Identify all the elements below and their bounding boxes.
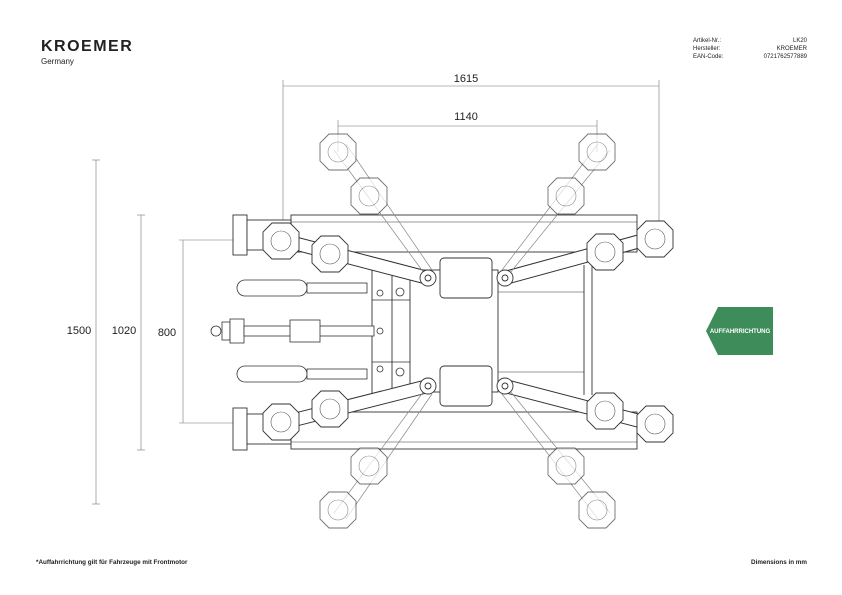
ean-code-label: EAN-Code: xyxy=(693,54,724,60)
ean-code-value: 0721762577889 xyxy=(763,54,807,60)
dim-label-1020: 1020 xyxy=(112,325,136,337)
manufacturer-label: Hersteller: xyxy=(693,46,721,52)
article-number-label: Artikel-Nr.: xyxy=(693,38,722,44)
brand-name: KROEMER xyxy=(41,38,134,55)
dim-label-1500: 1500 xyxy=(67,325,91,337)
brand-logo: KROEMER Germany xyxy=(41,38,133,67)
drive-direction-arrow: AUFFAHRRICHTUNG xyxy=(706,307,773,355)
dimension-labels: 1615 1140 1500 1020 800 xyxy=(67,73,478,339)
manufacturer-value: KROEMER xyxy=(776,46,807,52)
dim-label-1140: 1140 xyxy=(454,111,478,123)
brand-subtitle: Germany xyxy=(41,57,74,66)
dim-label-800: 800 xyxy=(158,327,176,339)
hydraulic-cylinders xyxy=(210,279,410,383)
product-info-labels: Artikel-Nr.: Hersteller: EAN-Code: xyxy=(693,37,723,61)
footer-note: *Auffahrrichtung gilt für Fahrzeuge mit … xyxy=(36,559,188,566)
dimension-lines xyxy=(92,80,660,505)
article-number-value: LK20 xyxy=(792,38,807,44)
dim-label-1615: 1615 xyxy=(454,73,478,85)
drive-direction-label: AUFFAHRRICHTUNG xyxy=(710,329,771,335)
product-info-values: LK20 KROEMER 0721762577889 xyxy=(764,37,807,61)
footer-units: Dimensions in mm xyxy=(751,559,807,566)
pivot-pins xyxy=(419,269,514,395)
lift-arms-working xyxy=(280,230,657,432)
